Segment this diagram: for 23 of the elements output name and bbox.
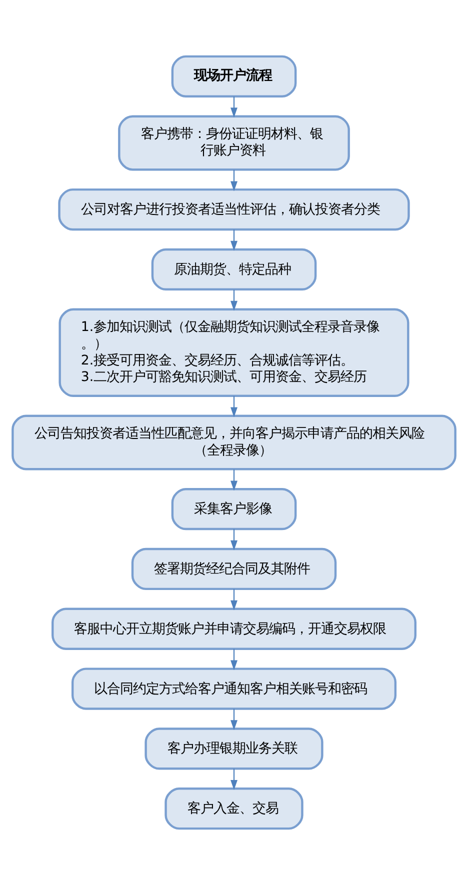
arrow xyxy=(230,648,238,670)
node-box: 客服中心开立期货账户并申请交易编码，开通交易权限 xyxy=(52,607,416,650)
node-box: 客户入金、交易 xyxy=(164,787,304,830)
arrow xyxy=(230,768,238,790)
node-box: 原油期货、特定品种 xyxy=(151,248,317,290)
arrow xyxy=(230,229,238,250)
node-box: 采集客户影像 xyxy=(171,487,297,530)
node-box: 现场开户流程 xyxy=(171,54,297,97)
node-box: 1.参加知识测试（仅金融期货知识测试全程录音录像。） 2.接受可用资金、交易经历、合规诚信等评估。 3.二次开户可豁免知识测试、可用资金、交易经历 xyxy=(58,308,410,397)
arrow xyxy=(230,96,238,118)
arrow xyxy=(230,708,238,730)
arrow xyxy=(230,169,238,191)
arrow xyxy=(230,468,238,490)
node-box: 以合同约定方式给客户通知客户相关账号和密码 xyxy=(71,667,397,710)
arrow xyxy=(230,588,238,610)
node-box: 公司对客户进行投资者适当性评估，确认投资者分类 xyxy=(58,188,410,230)
node-box: 公司告知投资者适当性匹配意见，并向客户揭示申请产品的相关风险（全程录像） xyxy=(12,414,456,470)
node-box: 客户携带：身份证证明材料、银行账户资料 xyxy=(118,114,350,170)
arrow xyxy=(230,289,238,310)
arrow xyxy=(230,396,238,417)
node-box: 客户办理银期业务关联 xyxy=(144,727,324,770)
arrow xyxy=(230,528,238,550)
node-box: 签署期货经纪合同及其附件 xyxy=(131,547,337,590)
